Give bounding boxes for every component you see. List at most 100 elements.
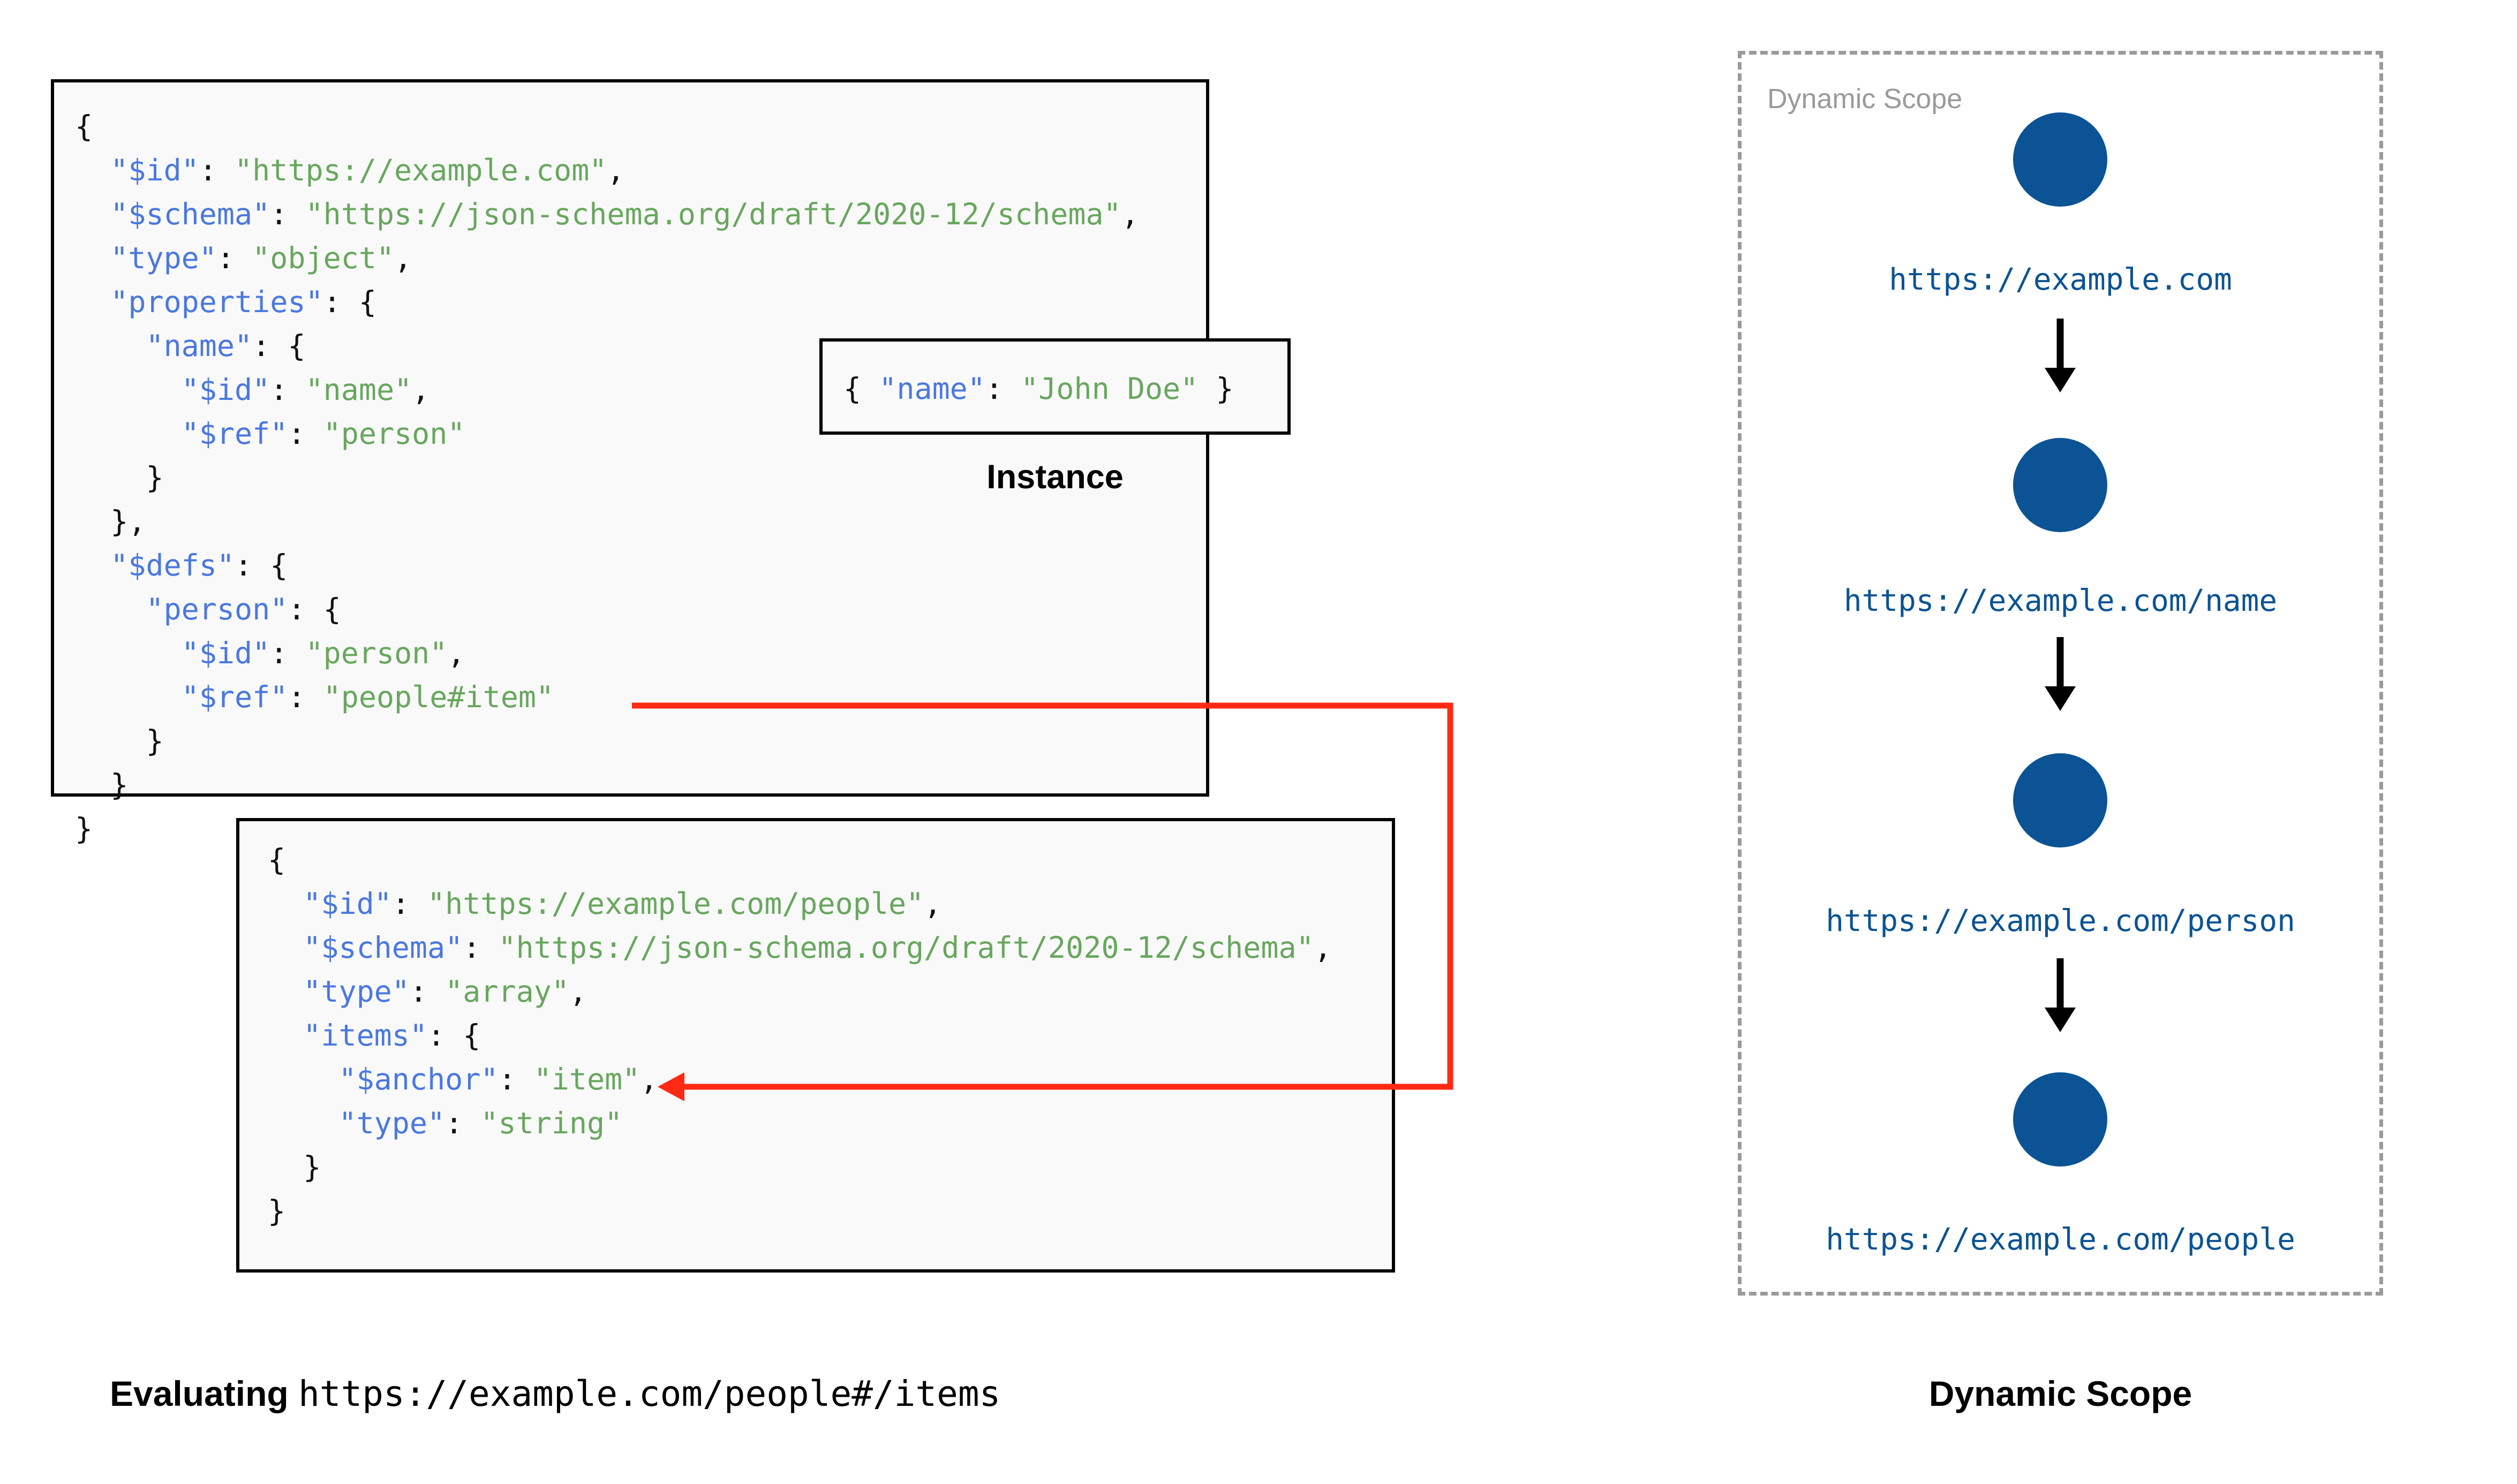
code-line: "$id": "person", [75, 631, 1139, 675]
code-token: "$schema" [303, 930, 463, 965]
code-token: "type" [110, 241, 217, 275]
code-token: "type" [338, 1106, 446, 1140]
code-line: "type": "object", [75, 236, 1139, 280]
code-token: : [391, 887, 428, 921]
code-line: "person": { [75, 587, 1139, 631]
code-line: "$anchor": "item", [268, 1057, 1332, 1101]
code-line: "$defs": { [75, 543, 1139, 587]
code-line: "$id": "https://example.com", [75, 148, 1139, 192]
code-token: : [409, 974, 446, 1009]
code-line: "name": { [75, 324, 1139, 368]
code-token: "https://example.com" [235, 153, 607, 187]
code-token: : { [235, 548, 288, 582]
code-token: "name" [879, 372, 985, 406]
code-token: "properties" [110, 285, 323, 319]
code-line: { "name": "John Doe" } [843, 367, 1234, 411]
code-token: "$id" [181, 373, 270, 407]
code-token: { [843, 372, 879, 406]
code-token: } [146, 460, 164, 495]
code-token: } [75, 812, 93, 846]
code-token: , [1314, 930, 1332, 965]
code-token: "$schema" [110, 197, 270, 231]
code-token: : [270, 636, 306, 670]
scope-arrow-2 [2045, 637, 2076, 711]
code-line: "type": "array", [268, 970, 1332, 1013]
code-token: : [199, 153, 235, 187]
code-token: "person" [305, 636, 448, 670]
code-token: : [270, 197, 306, 231]
code-line: { [268, 838, 1332, 882]
caption-dynamic-scope: Dynamic Scope [1928, 1374, 2192, 1413]
code-token: } [110, 768, 129, 802]
code-token: "John Doe" [1021, 372, 1199, 406]
code-line: "$schema": "https://json-schema.org/draf… [75, 192, 1139, 236]
code-token: , [412, 373, 430, 407]
code-token: "$anchor" [338, 1062, 499, 1096]
code-token: : [463, 930, 499, 965]
code-token: { [268, 843, 286, 877]
code-token: }, [110, 504, 146, 539]
code-token: : { [252, 329, 306, 363]
code-token: , [1121, 197, 1139, 231]
code-token: "name" [146, 329, 253, 363]
caption-evaluating-bold: Evaluating [110, 1374, 289, 1413]
scope-node-circle-1 [2013, 112, 2107, 207]
code-line: { [75, 104, 1139, 148]
instance-box [819, 338, 1291, 435]
code-token: , [447, 636, 465, 670]
code-token: "item" [533, 1062, 640, 1096]
code-token: "array" [445, 974, 569, 1009]
scope-arrow-1 [2045, 319, 2076, 392]
code-token: "person" [323, 417, 465, 451]
code-token: : { [427, 1018, 481, 1053]
code-line: "$ref": "person" [75, 412, 1139, 456]
scope-arrow-3 [2045, 958, 2076, 1032]
code-line: } [268, 1189, 1332, 1233]
code-line: } [75, 456, 1139, 499]
scope-node-circle-2 [2013, 438, 2107, 532]
code-token: "https://json-schema.org/draft/2020-12/s… [305, 197, 1121, 231]
caption-evaluating-uri: https://example.com/people#/items [298, 1373, 1001, 1414]
code-line: "$id": "name", [75, 368, 1139, 412]
code-token: "$id" [303, 887, 392, 921]
scope-node-circle-4 [2013, 1072, 2107, 1167]
code-token: { [75, 109, 93, 143]
schema-root-code: { "$id": "https://example.com", "$schema… [75, 104, 1139, 851]
code-token: "items" [303, 1018, 428, 1053]
dynamic-scope-panel [1738, 51, 2383, 1296]
scope-node-circle-3 [2013, 753, 2107, 847]
code-token: "name" [305, 373, 412, 407]
code-token: : [985, 372, 1021, 406]
code-token: : [270, 373, 306, 407]
code-token: "$id" [181, 636, 270, 670]
code-token: , [607, 153, 625, 187]
code-line: } [75, 807, 1139, 851]
scope-node-label-1: https://example.com [1889, 262, 2232, 297]
code-token: : { [323, 285, 376, 319]
code-token: } [268, 1194, 286, 1228]
code-token: : [288, 680, 323, 714]
code-line: "$ref": "people#item" [75, 675, 1139, 719]
dynamic-scope-panel-label: Dynamic Scope [1767, 84, 1963, 115]
code-token: "https://json-schema.org/draft/2020-12/s… [498, 930, 1314, 965]
code-token: "person" [146, 592, 288, 626]
code-token: "$ref" [181, 417, 288, 451]
code-token: , [394, 241, 412, 275]
code-line: } [75, 763, 1139, 807]
code-token: "$id" [110, 153, 199, 187]
scope-node-label-3: https://example.com/person [1826, 904, 2295, 938]
code-token: "$defs" [110, 548, 235, 582]
code-token: , [640, 1062, 658, 1096]
schema-people-code: { "$id": "https://example.com/people", "… [268, 838, 1332, 1233]
code-line: } [75, 719, 1139, 763]
code-token: : [445, 1106, 481, 1140]
code-token: : [498, 1062, 534, 1096]
code-token: } [303, 1150, 321, 1184]
code-token: "$ref" [181, 680, 288, 714]
code-line: "$schema": "https://json-schema.org/draf… [268, 926, 1332, 970]
code-token: , [924, 887, 942, 921]
code-token: : { [288, 592, 341, 626]
code-line: }, [75, 499, 1139, 543]
caption-evaluating: Evaluating https://example.com/people#/i… [110, 1373, 1000, 1414]
